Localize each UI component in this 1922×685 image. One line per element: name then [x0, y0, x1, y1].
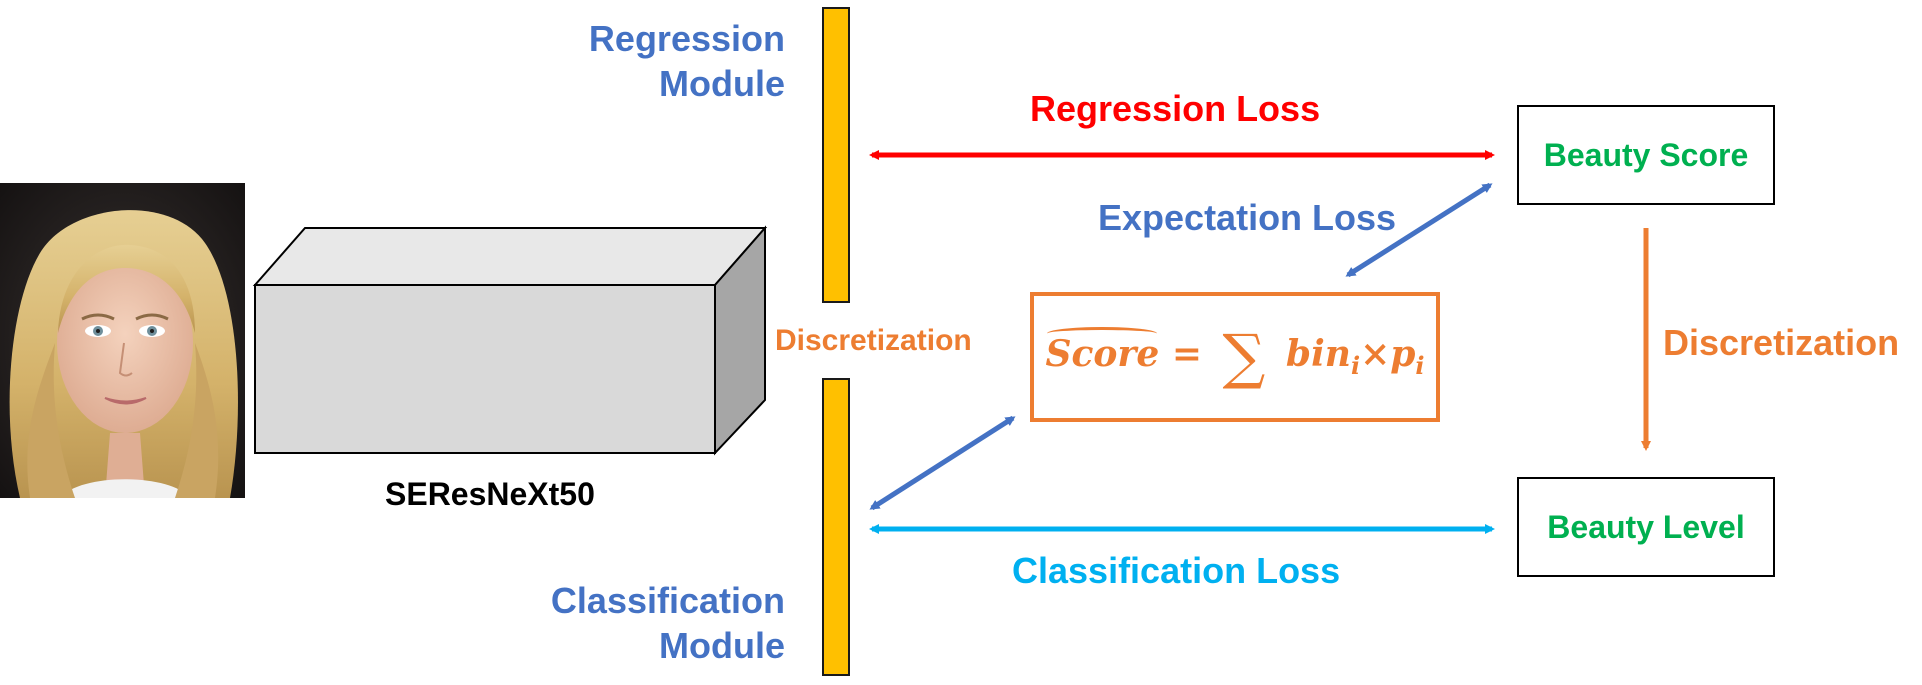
formula-bin-subscript: i [1350, 351, 1361, 381]
formula-p-subscript: i [1415, 351, 1425, 381]
formula-times: × [1360, 333, 1391, 375]
beauty-score-label: Beauty Score [1543, 136, 1749, 173]
formula-bin: bin [1285, 333, 1351, 375]
expectation-loss-arrow [1345, 182, 1493, 278]
formula-score: Score [1045, 327, 1160, 375]
beauty-level-box: Beauty Level [1517, 477, 1775, 577]
expectation-loss-label: Expectation Loss [1098, 197, 1397, 238]
formula-equals: = [1171, 333, 1202, 375]
score-to-level-discretization-label: Discretization [1663, 322, 1900, 363]
expected-score-formula: Score = ∑ bini×pi [1045, 322, 1424, 392]
formula-sum-symbol: ∑ [1222, 322, 1266, 392]
classification-loss-label: Classification Loss [1012, 550, 1341, 591]
middle-discretization-label: Discretization [775, 324, 972, 357]
backbone-label: SEResNeXt50 [385, 476, 595, 512]
formula-p: p [1390, 333, 1416, 375]
backbone-block [252, 225, 768, 456]
classification-to-formula-arrow [869, 415, 1016, 511]
classification-module-line1: Classification [550, 580, 785, 621]
regression-module-label: Regression Module [560, 16, 785, 106]
regression-module-line1: Regression [588, 18, 785, 59]
expected-score-formula-box: Score = ∑ bini×pi [1030, 292, 1440, 422]
regression-loss-label: Regression Loss [1030, 88, 1321, 129]
regression-module-line2: Module [659, 63, 785, 104]
classification-module-bar [822, 378, 850, 676]
beauty-score-box: Beauty Score [1517, 105, 1775, 205]
classification-module-line2: Module [659, 625, 785, 666]
beauty-level-label: Beauty Level [1547, 508, 1745, 545]
regression-module-bar [822, 7, 850, 303]
classification-module-label: Classification Module [500, 578, 785, 668]
face-photo [0, 183, 245, 498]
